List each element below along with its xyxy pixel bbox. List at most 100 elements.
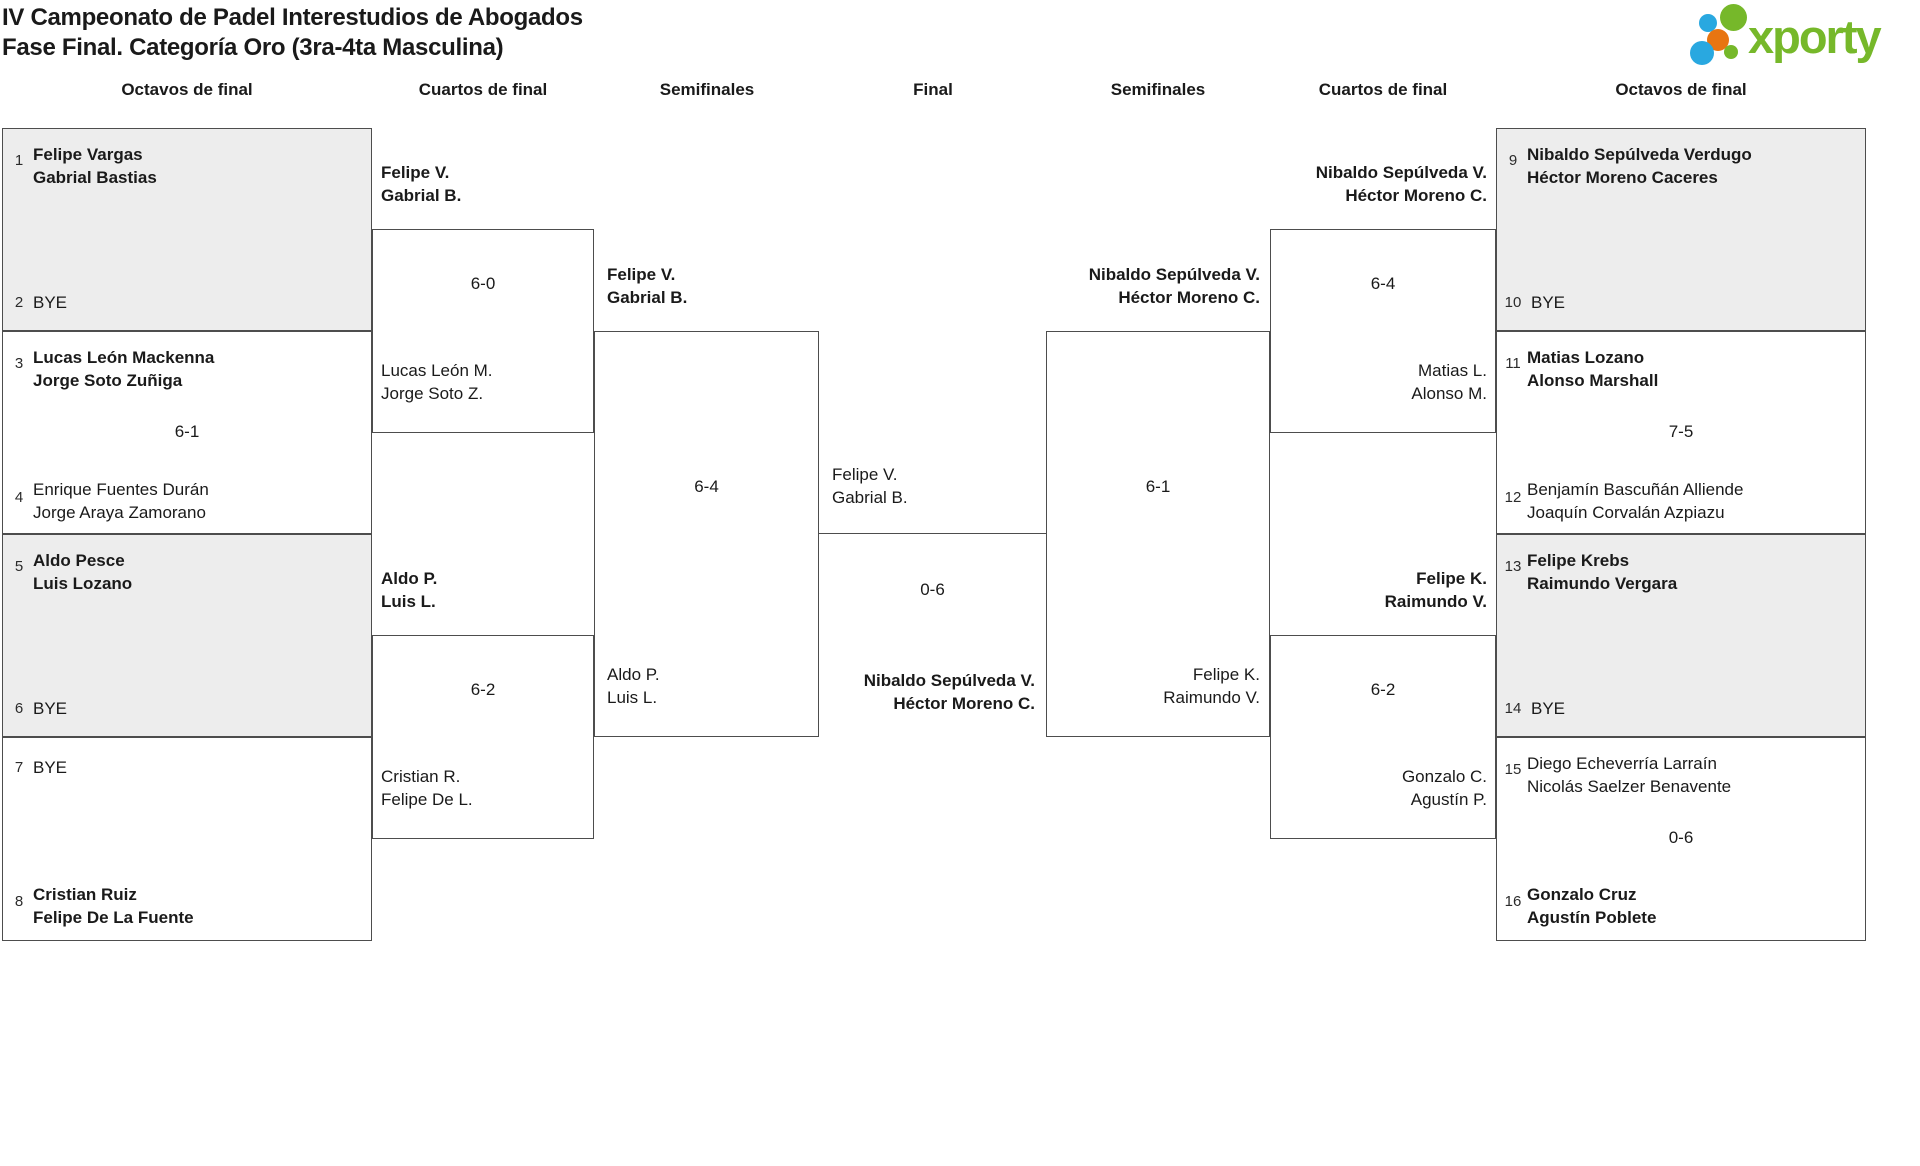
- team-name: Enrique Fuentes Durán Jorge Araya Zamora…: [33, 478, 209, 524]
- team-line: Aldo P.: [381, 569, 438, 588]
- winner-label: Nibaldo Sepúlveda V. Héctor Moreno C.: [1270, 161, 1487, 207]
- team-line: Felipe V.: [381, 163, 450, 182]
- winner-label: Felipe V. Gabrial B.: [607, 263, 687, 309]
- winner-label: Aldo P. Luis L.: [381, 567, 437, 613]
- team-line: Felipe V.: [607, 265, 676, 284]
- final-score: 0-6: [920, 580, 945, 599]
- team-name: BYE: [1531, 697, 1565, 720]
- seed-number: 1: [14, 152, 24, 169]
- match-score: 6-4: [1370, 274, 1396, 293]
- match-score: 7-5: [1668, 422, 1694, 441]
- round-header-final: Final: [913, 80, 953, 99]
- team-line: Gabrial B.: [381, 186, 462, 205]
- winner-label: Felipe K. Raimundo V.: [1270, 567, 1487, 613]
- match-box-cuartos-right-1: 6-4: [1270, 229, 1496, 433]
- logo-dot-blue-large-icon: [1690, 41, 1714, 65]
- match-box-semi-right: 6-1: [1046, 331, 1270, 737]
- seed-number: 4: [14, 489, 24, 506]
- match-box-octavos-6: 11 Matias Lozano Alonso Marshall 7-5 12 …: [1496, 331, 1866, 534]
- team-line: Gonzalo C.: [1401, 767, 1487, 786]
- team-line: Felipe Krebs: [1527, 551, 1630, 570]
- team-line: Aldo Pesce: [33, 551, 125, 570]
- seed-number: 11: [1505, 355, 1521, 372]
- match-score: 6-2: [1370, 680, 1396, 699]
- winner-label: Felipe V. Gabrial B.: [381, 161, 461, 207]
- logo-dot-green-small-icon: [1724, 45, 1738, 59]
- team-line: Jorge Soto Zuñiga: [33, 371, 183, 390]
- final-connector-line: [819, 533, 1046, 534]
- loser-label: Lucas León M. Jorge Soto Z.: [381, 359, 493, 405]
- team-name: Felipe Vargas Gabrial Bastias: [33, 143, 157, 189]
- match-score: 6-2: [470, 680, 496, 699]
- match-box-octavos-2: 3 Lucas León Mackenna Jorge Soto Zuñiga …: [2, 331, 372, 534]
- seed-number: 15: [1504, 761, 1522, 778]
- team-line: Cristian Ruiz: [33, 885, 137, 904]
- team-line: Gonzalo Cruz: [1527, 885, 1637, 904]
- match-box-cuartos-right-2: 6-2: [1270, 635, 1496, 839]
- team-name: Lucas León Mackenna Jorge Soto Zuñiga: [33, 346, 214, 392]
- match-box-octavos-4: 7 BYE 8 Cristian Ruiz Felipe De La Fuent…: [2, 737, 372, 941]
- team-line: Felipe Vargas: [33, 145, 143, 164]
- team-line: Felipe V.: [832, 465, 898, 484]
- match-box-octavos-7: 13 Felipe Krebs Raimundo Vergara 14 BYE: [1496, 534, 1866, 737]
- winner-label: Nibaldo Sepúlveda V. Héctor Moreno C.: [1050, 263, 1260, 309]
- team-line: Felipe De L.: [381, 790, 473, 809]
- title-line-1: IV Campeonato de Padel Interestudios de …: [2, 4, 583, 31]
- logo-dot-green-large-icon: [1720, 4, 1747, 31]
- loser-label: Matias L. Alonso M.: [1270, 359, 1487, 405]
- team-line: Aldo P.: [607, 665, 660, 684]
- round-header-cuartos-left: Cuartos de final: [418, 80, 548, 99]
- team-line: Nibaldo Sepúlveda V.: [1088, 265, 1260, 284]
- team-line: Nibaldo Sepúlveda V.: [1315, 163, 1487, 182]
- team-line: Benjamín Bascuñán Alliende: [1527, 480, 1744, 499]
- team-name: Aldo Pesce Luis Lozano: [33, 549, 132, 595]
- match-box-octavos-5: 9 Nibaldo Sepúlveda Verdugo Héctor Moren…: [1496, 128, 1866, 331]
- logo-dot-blue-small-icon: [1699, 14, 1717, 32]
- match-box-cuartos-left-1: 6-0: [372, 229, 594, 433]
- match-score: 6-0: [470, 274, 496, 293]
- seed-number: 5: [14, 558, 24, 575]
- team-line: Cristian R.: [381, 767, 461, 786]
- team-line: Felipe K.: [1192, 665, 1260, 684]
- seed-number: 14: [1504, 700, 1522, 717]
- final-top-team-label: Felipe V. Gabrial B.: [832, 463, 908, 509]
- seed-number: 3: [14, 355, 24, 372]
- team-line: Felipe De La Fuente: [33, 908, 194, 927]
- match-box-semi-left: 6-4: [594, 331, 819, 737]
- team-line: Lucas León Mackenna: [33, 348, 215, 367]
- team-line: Luis L.: [607, 688, 658, 707]
- loser-label: Gonzalo C. Agustín P.: [1270, 765, 1487, 811]
- seed-number: 16: [1504, 893, 1522, 910]
- team-line: Gabrial B.: [607, 288, 688, 307]
- seed-number: 2: [14, 294, 24, 311]
- team-line: BYE: [1531, 293, 1566, 312]
- team-line: Felipe K.: [1416, 569, 1487, 588]
- match-box-octavos-3: 5 Aldo Pesce Luis Lozano 6 BYE: [2, 534, 372, 737]
- team-name: Benjamín Bascuñán Alliende Joaquín Corva…: [1527, 478, 1743, 524]
- round-header-octavos-right: Octavos de final: [1615, 80, 1747, 99]
- team-name: Felipe Krebs Raimundo Vergara: [1527, 549, 1677, 595]
- match-box-octavos-8: 15 Diego Echeverría Larraín Nicolás Sael…: [1496, 737, 1866, 941]
- team-line: Raimundo V.: [1384, 592, 1487, 611]
- team-line: Enrique Fuentes Durán: [33, 480, 209, 499]
- team-name: BYE: [33, 291, 67, 314]
- team-name: BYE: [33, 697, 67, 720]
- title-line-2: Fase Final. Categoría Oro (3ra-4ta Mascu…: [2, 34, 504, 61]
- team-line: Nicolás Saelzer Benavente: [1527, 777, 1732, 796]
- seed-number: 12: [1504, 489, 1522, 506]
- team-name: Matias Lozano Alonso Marshall: [1527, 346, 1658, 392]
- match-score: 0-6: [1668, 828, 1694, 847]
- team-line: Alonso Marshall: [1527, 371, 1659, 390]
- team-line: Raimundo V.: [1163, 688, 1260, 707]
- team-line: Joaquín Corvalán Azpiazu: [1527, 503, 1725, 522]
- match-score: 6-4: [694, 477, 719, 496]
- seed-number: 6: [14, 700, 24, 717]
- match-box-octavos-1: 1 Felipe Vargas Gabrial Bastias 2 BYE: [2, 128, 372, 331]
- team-line: Agustín P.: [1410, 790, 1487, 809]
- team-line: Agustín Poblete: [1527, 908, 1657, 927]
- team-name: Cristian Ruiz Felipe De La Fuente: [33, 883, 194, 929]
- team-line: Lucas León M.: [381, 361, 493, 380]
- team-line: Héctor Moreno C.: [893, 694, 1035, 713]
- loser-label: Aldo P. Luis L.: [607, 663, 660, 709]
